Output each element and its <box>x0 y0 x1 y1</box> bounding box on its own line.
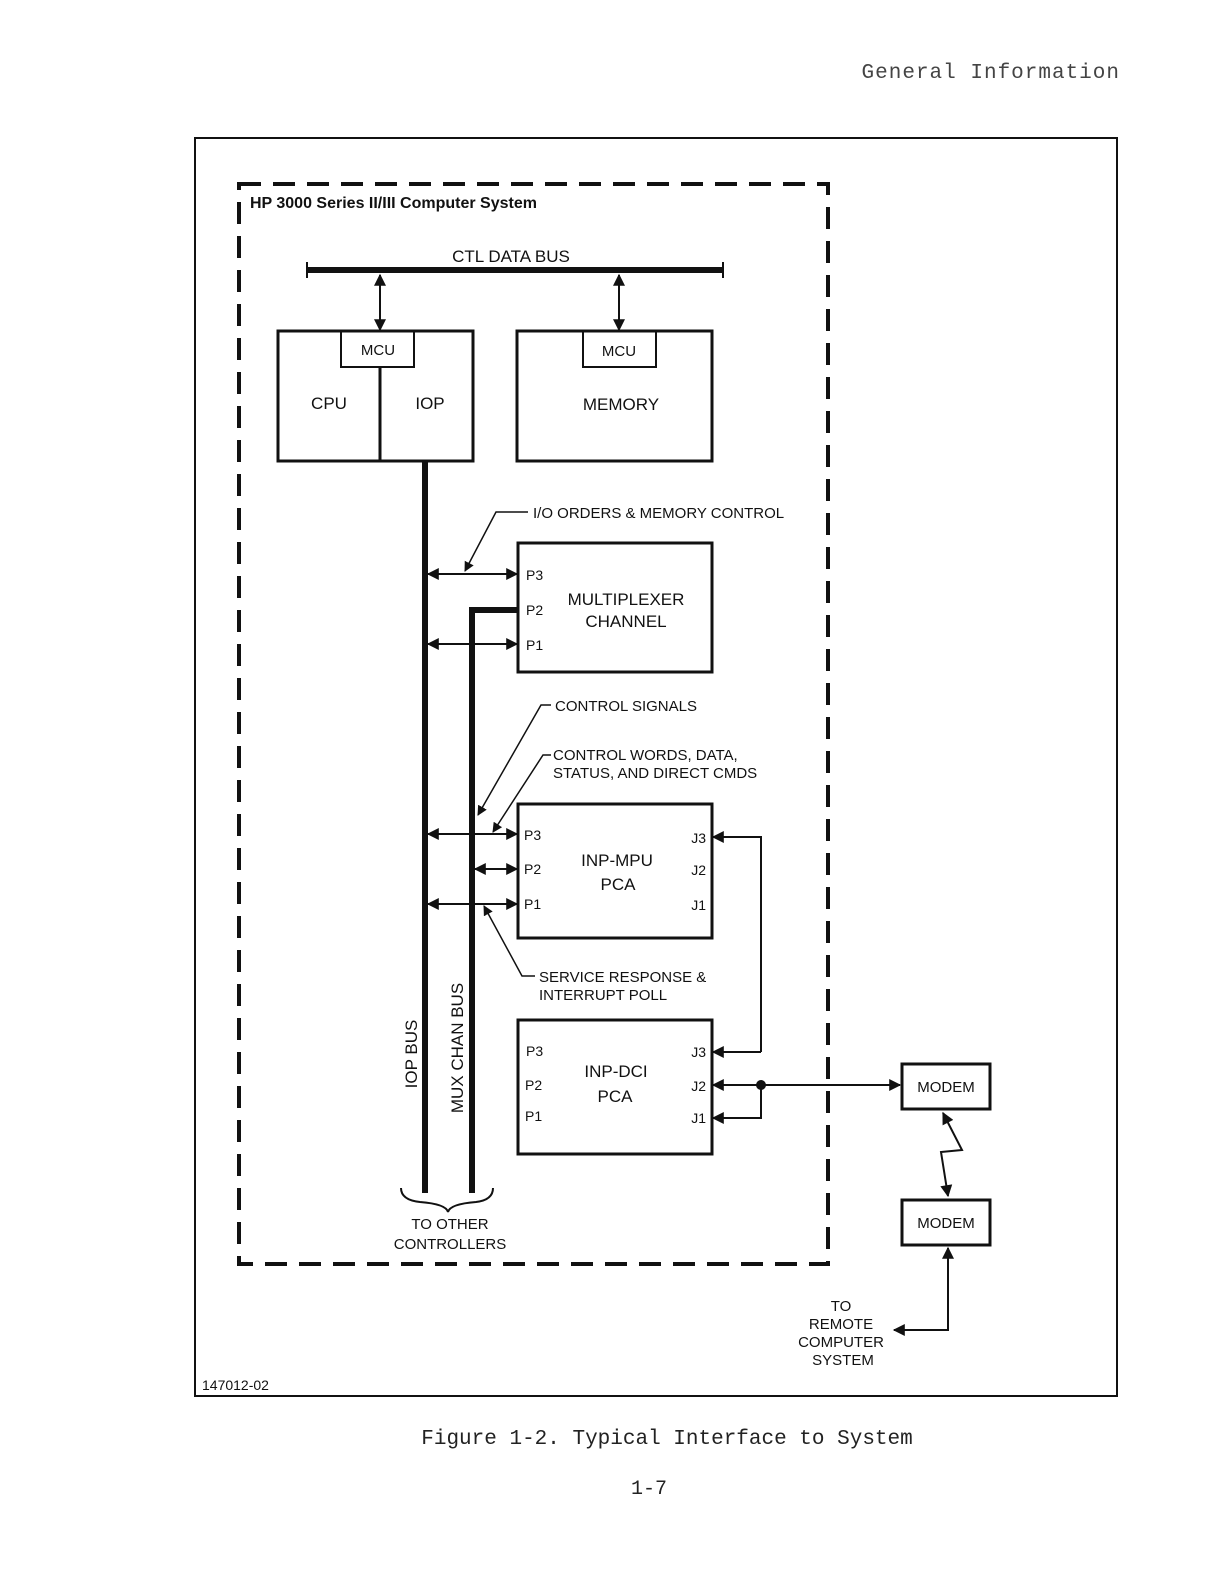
mux-port-p2: P2 <box>526 602 543 618</box>
cpu-label: CPU <box>311 394 347 413</box>
dci-port-p2: P2 <box>525 1077 542 1093</box>
mux-chan-bus-line <box>469 607 518 1193</box>
modem-link-zigzag <box>939 1111 964 1198</box>
mpu-label-line1: INP-MPU <box>581 851 653 870</box>
page-number: 1-7 <box>630 1478 667 1501</box>
mpu-port-j2: J2 <box>691 862 706 878</box>
figure-caption: Figure 1-2. Typical Interface to System <box>421 1428 913 1451</box>
inp-mpu-box <box>516 802 714 940</box>
dci-port-j1: J1 <box>691 1110 706 1126</box>
mux-chan-bus-label: MUX CHAN BUS <box>448 983 467 1113</box>
modem-bottom-label: MODEM <box>917 1215 975 1232</box>
modem-top-box <box>900 1062 992 1111</box>
remote-line4: SYSTEM <box>812 1352 874 1369</box>
control-words-line1: CONTROL WORDS, DATA, <box>553 747 738 764</box>
mpu-label-line2: PCA <box>601 875 637 894</box>
iop-label: IOP <box>415 394 444 413</box>
figure-frame <box>194 137 1118 1397</box>
remote-line3: COMPUTER <box>798 1334 884 1351</box>
mpu-dci-j3-link <box>711 831 762 1052</box>
mux-label-line2: CHANNEL <box>585 612 666 631</box>
service-response-line2: INTERRUPT POLL <box>539 987 667 1004</box>
service-response-line1: SERVICE RESPONSE & <box>539 969 706 986</box>
ctl-data-bus-label: CTL DATA BUS <box>452 247 570 266</box>
to-other-line2: CONTROLLERS <box>394 1236 507 1253</box>
service-response-leader <box>483 905 535 977</box>
modem-top-label: MODEM <box>917 1079 975 1096</box>
iop-bus-label: IOP BUS <box>402 1020 421 1089</box>
dci-port-j3: J3 <box>691 1044 706 1060</box>
remote-line2: REMOTE <box>809 1316 873 1333</box>
dci-port-j2: J2 <box>691 1078 706 1094</box>
to-other-line1: TO OTHER <box>411 1216 488 1233</box>
dci-port-p3: P3 <box>526 1043 543 1059</box>
modem-bottom-box <box>900 1198 992 1247</box>
multiplexer-channel-box <box>516 541 714 674</box>
control-signals-leader <box>477 704 551 816</box>
memory-label: MEMORY <box>583 395 659 414</box>
remote-link <box>892 1246 954 1336</box>
memory-mcu-box <box>582 330 657 368</box>
page-header: General Information <box>861 62 1120 85</box>
dci-label-line1: INP-DCI <box>584 1062 647 1081</box>
mux-port-p3: P3 <box>526 567 543 583</box>
mpu-port-p3: P3 <box>524 827 541 843</box>
cpu-mcu-label: MCU <box>361 342 395 359</box>
system-title: HP 3000 Series II/III Computer System <box>250 195 537 212</box>
mpu-port-j1: J1 <box>691 897 706 913</box>
io-orders-leader <box>464 511 528 572</box>
mux-label-line1: MULTIPLEXER <box>568 590 685 609</box>
control-words-leader <box>492 754 551 833</box>
system-boundary <box>237 182 830 1266</box>
cpu-mcu-box <box>340 330 415 368</box>
mpu-port-j3: J3 <box>691 830 706 846</box>
dci-port-p1: P1 <box>525 1108 542 1124</box>
mux-port-p1: P1 <box>526 637 543 653</box>
io-orders-label: I/O ORDERS & MEMORY CONTROL <box>533 505 784 522</box>
controllers-brace <box>400 1187 494 1213</box>
mpu-port-p2: P2 <box>524 861 541 877</box>
dci-label-line2: PCA <box>598 1087 634 1106</box>
memory-mcu-label: MCU <box>602 343 636 360</box>
mpu-port-p1: P1 <box>524 896 541 912</box>
control-signals-label: CONTROL SIGNALS <box>555 698 697 715</box>
figure-number: 147012-02 <box>202 1377 269 1393</box>
dci-j1-loop <box>711 1085 762 1124</box>
control-words-line2: STATUS, AND DIRECT CMDS <box>553 765 757 782</box>
remote-line1: TO <box>831 1298 852 1315</box>
